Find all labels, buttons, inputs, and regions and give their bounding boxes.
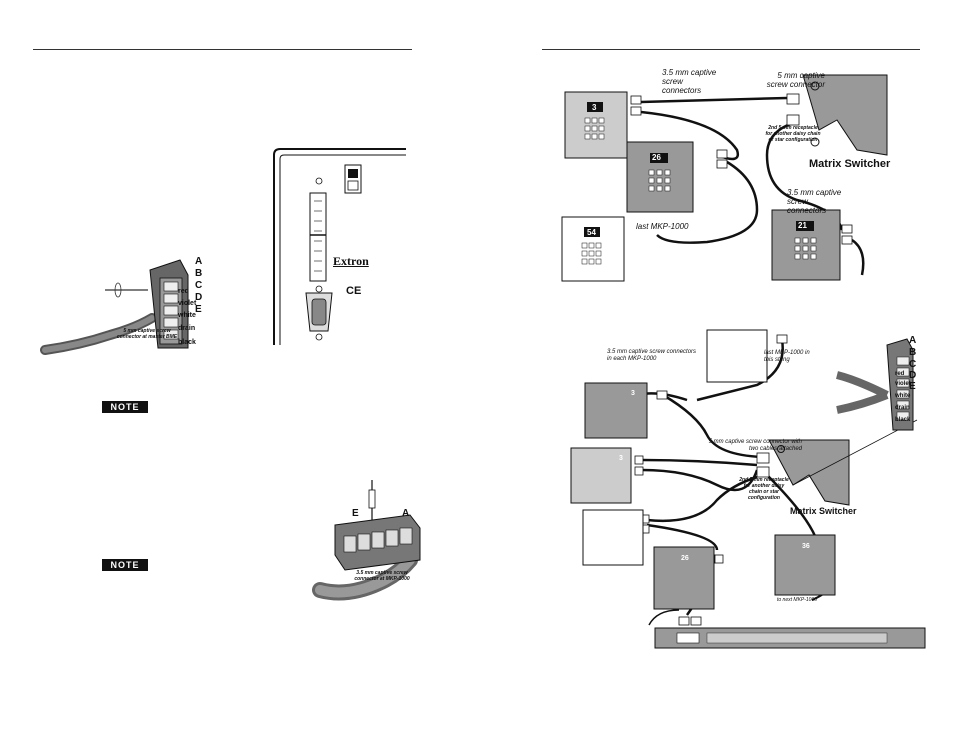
star-configuration-diagram [570, 329, 926, 649]
label-2nd-receptacle-bottom: 2nd 5 mm receptacle for another daisy ch… [739, 477, 789, 501]
bme-wire-violet: violet [178, 300, 197, 307]
bme-wire-black: black [178, 339, 196, 346]
panel-number-bottom-1: 54 [735, 336, 743, 343]
header-rule [33, 49, 412, 50]
bme-letter-d: D [195, 292, 203, 303]
matrix-switcher-label-top: Matrix Switcher [809, 158, 891, 170]
rear-panel-ce-mark: CE [346, 285, 362, 297]
panel-number-bottom-6: 36 [802, 543, 810, 550]
label-2nd-receptacle-top: 2nd 5 mm receptacle for another daisy ch… [765, 125, 821, 143]
right-page: 3 26 54 21 3.5 mm captive screw connecto… [477, 0, 954, 737]
note-badge-1: NOTE [102, 401, 148, 413]
panel-number-bottom-4: 14 [611, 515, 619, 522]
rear-panel-brand: Extron [333, 254, 369, 268]
bme-connector-illustration-right [835, 338, 914, 431]
right-wire-black: black [895, 417, 911, 423]
label-5mm-connector: 5 mm captive screw connector [766, 71, 825, 89]
label-last-mkp: last MKP-1000 [636, 222, 689, 231]
bme-letter-e: E [195, 304, 202, 315]
bme-letter-a: A [195, 256, 203, 267]
panel-number-bottom-3: 3 [619, 455, 623, 462]
bme-wire-white: white [178, 312, 196, 319]
label-35mm-bottom: 3.5 mm captive screw connectors [787, 188, 842, 215]
panel-number-top-2: 26 [652, 153, 661, 162]
panel-number-bottom-2: 3 [631, 390, 635, 397]
left-page: A B C D E red violet white drain black 5… [33, 49, 421, 601]
right-wire-white: white [895, 393, 911, 399]
panel-number-top-3: 54 [587, 228, 596, 237]
right-wire-violet: violet [895, 381, 911, 387]
right-wire-red: red [895, 371, 905, 377]
right-letter-e: E [909, 381, 916, 392]
right-letter-b: B [909, 347, 917, 358]
mkp-letter-a: A [402, 508, 410, 519]
matrix-switcher-label-bottom: Matrix Switcher [790, 506, 857, 516]
mkp-caption: 3.5 mm captive screw connector at MKP-10… [354, 570, 410, 582]
mkp-connector-illustration [312, 480, 421, 601]
right-wire-drain: drain [895, 405, 910, 411]
bme-letter-b: B [195, 268, 203, 279]
label-35mm-top: 3.5 mm captive screw connectors [662, 68, 717, 95]
label-two-cables: 5 mm captive screw connector with two ca… [708, 439, 802, 452]
label-each-mkp: 3.5 mm captive screw connectors in each … [607, 349, 697, 362]
bme-letter-c: C [195, 280, 203, 291]
rear-panel-illustration [273, 148, 406, 345]
header-rule [542, 49, 920, 50]
bme-wire-drain: drain [178, 325, 196, 332]
label-next-mkp: to next MKP-1000 [777, 597, 818, 603]
bme-caption: 5 mm captive screw connector at master B… [116, 328, 178, 340]
panel-number-top-1: 3 [592, 103, 597, 112]
daisy-chain-diagram [561, 74, 888, 282]
mkp-letter-e: E [352, 508, 359, 519]
panel-number-top-4: 21 [798, 221, 807, 230]
bme-connector-illustration [40, 259, 189, 355]
panel-number-bottom-5: 26 [681, 555, 689, 562]
right-letter-c: C [909, 359, 917, 370]
right-letter-a: A [909, 335, 917, 346]
right-letter-d: D [909, 370, 917, 381]
note-badge-2: NOTE [102, 559, 148, 571]
label-last-string: last MKP-1000 in this string [764, 350, 810, 363]
bme-wire-red: red [178, 288, 189, 295]
